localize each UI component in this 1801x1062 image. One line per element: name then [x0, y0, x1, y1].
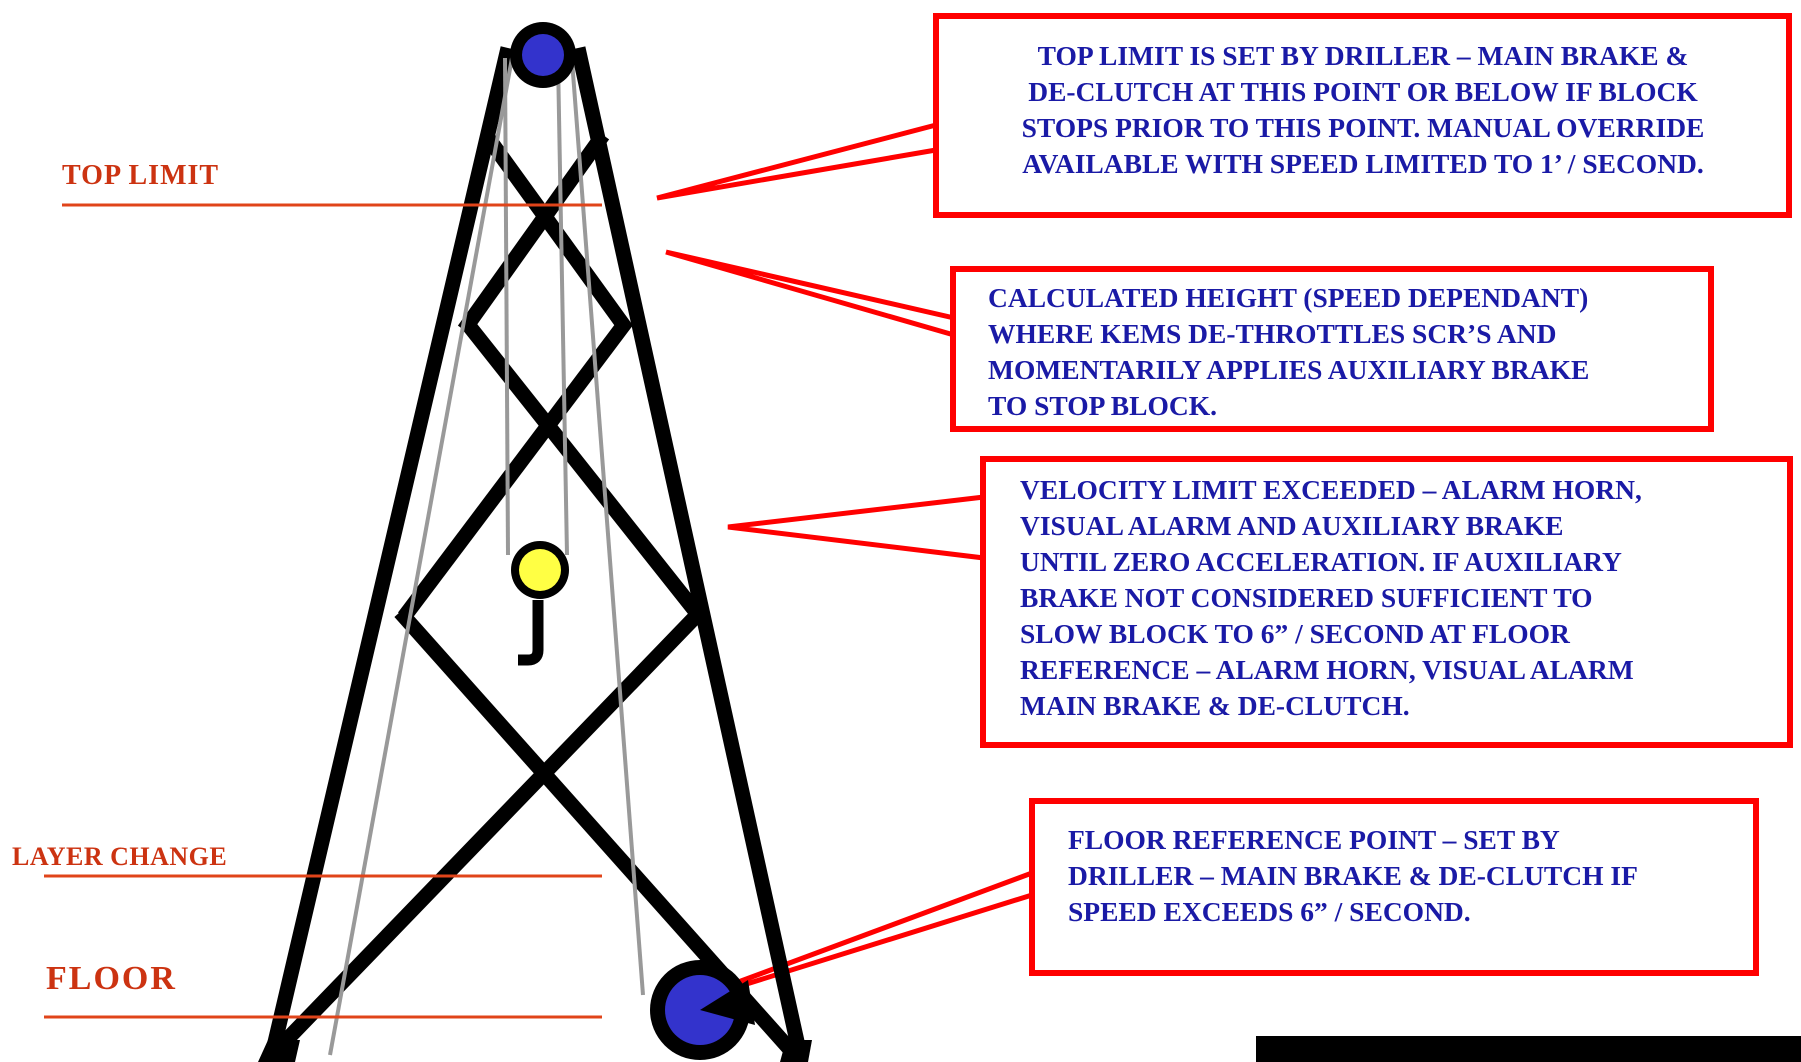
callout-line: TOP LIMIT IS SET BY DRILLER – MAIN BRAKE… [1037, 40, 1689, 71]
callout-velocity-limit-box [980, 456, 1793, 748]
callout-line: SPEED EXCEEDS 6” / SECOND. [1068, 896, 1471, 927]
callout-floor-reference-text: FLOOR REFERENCE POINT – SET BY DRILLER –… [1068, 822, 1754, 930]
callout-line: BRAKE NOT CONSIDERED SUFFICIENT TO [1020, 582, 1593, 613]
callout-line: FLOOR REFERENCE POINT – SET BY [1068, 824, 1560, 855]
top-limit-label: TOP LIMIT [62, 160, 220, 191]
callout-line: UNTIL ZERO ACCELERATION. IF AUXILIARY [1020, 546, 1622, 577]
drawworks-drum-icon [650, 960, 755, 1060]
callout-line: CALCULATED HEIGHT (SPEED DEPENDANT) [988, 282, 1589, 313]
layer-change-label: LAYER CHANGE [12, 842, 228, 871]
callout-line: DRILLER – MAIN BRAKE & DE-CLUTCH IF [1068, 860, 1638, 891]
callout-line: AVAILABLE WITH SPEED LIMITED TO 1’ / SEC… [1022, 148, 1704, 179]
callout-line: DE-CLUTCH AT THIS POINT OR BELOW IF BLOC… [1028, 76, 1698, 107]
callout-line: TO STOP BLOCK. [988, 390, 1217, 421]
callout-line: VELOCITY LIMIT EXCEEDED – ALARM HORN, [1020, 474, 1642, 505]
callout-top-limit-box [933, 13, 1792, 218]
level-lines [44, 203, 602, 1019]
callout-line: SLOW BLOCK TO 6” / SECOND AT FLOOR [1020, 618, 1570, 649]
black-bar [1256, 1036, 1801, 1062]
callout-calculated-height-box [950, 266, 1714, 432]
callout-pointer-3 [727, 494, 987, 561]
floor-label: FLOOR [46, 960, 177, 997]
callout-line: MOMENTARILY APPLIES AUXILIARY BRAKE [988, 354, 1590, 385]
callout-floor-reference-box [1029, 798, 1759, 976]
callout-pointer-2 [665, 249, 957, 339]
callout-top-limit-text: TOP LIMIT IS SET BY DRILLER – MAIN BRAKE… [938, 38, 1788, 182]
callout-line: STOPS PRIOR TO THIS POINT. MANUAL OVERRI… [1021, 112, 1705, 143]
travelling-block-icon [511, 541, 569, 666]
callout-pointer-1 [656, 121, 939, 201]
callout-line: VISUAL ALARM AND AUXILIARY BRAKE [1020, 510, 1564, 541]
callout-line: WHERE KEMS DE-THROTTLES SCR’S AND [988, 318, 1557, 349]
callout-velocity-limit-text: VELOCITY LIMIT EXCEEDED – ALARM HORN, VI… [1020, 472, 1790, 724]
callout-line: REFERENCE – ALARM HORN, VISUAL ALARM [1020, 654, 1634, 685]
callout-calculated-height-text: CALCULATED HEIGHT (SPEED DEPENDANT) WHER… [988, 280, 1708, 424]
callout-line: MAIN BRAKE & DE-CLUTCH. [1020, 690, 1410, 721]
wire-lines [328, 57, 645, 1056]
derrick-base [258, 1040, 812, 1062]
crown-block-icon [510, 22, 576, 88]
